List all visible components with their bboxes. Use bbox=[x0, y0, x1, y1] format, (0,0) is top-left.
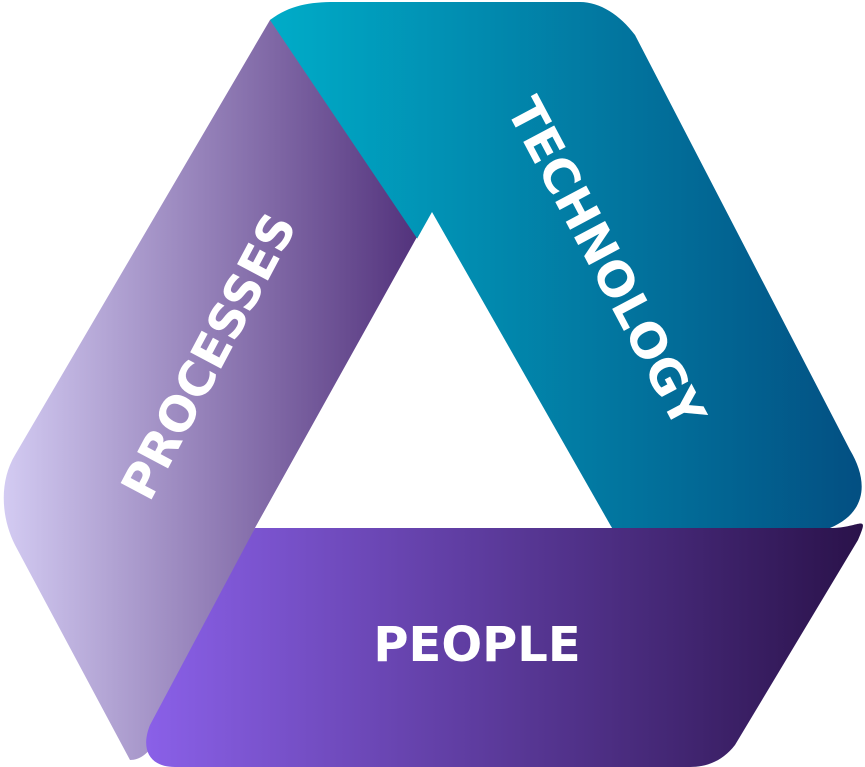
people-band bbox=[146, 523, 863, 767]
people-label: PEOPLE bbox=[373, 617, 580, 673]
inner-triangle bbox=[255, 212, 612, 528]
technology-band bbox=[270, 2, 862, 528]
processes-band bbox=[3, 9, 432, 760]
